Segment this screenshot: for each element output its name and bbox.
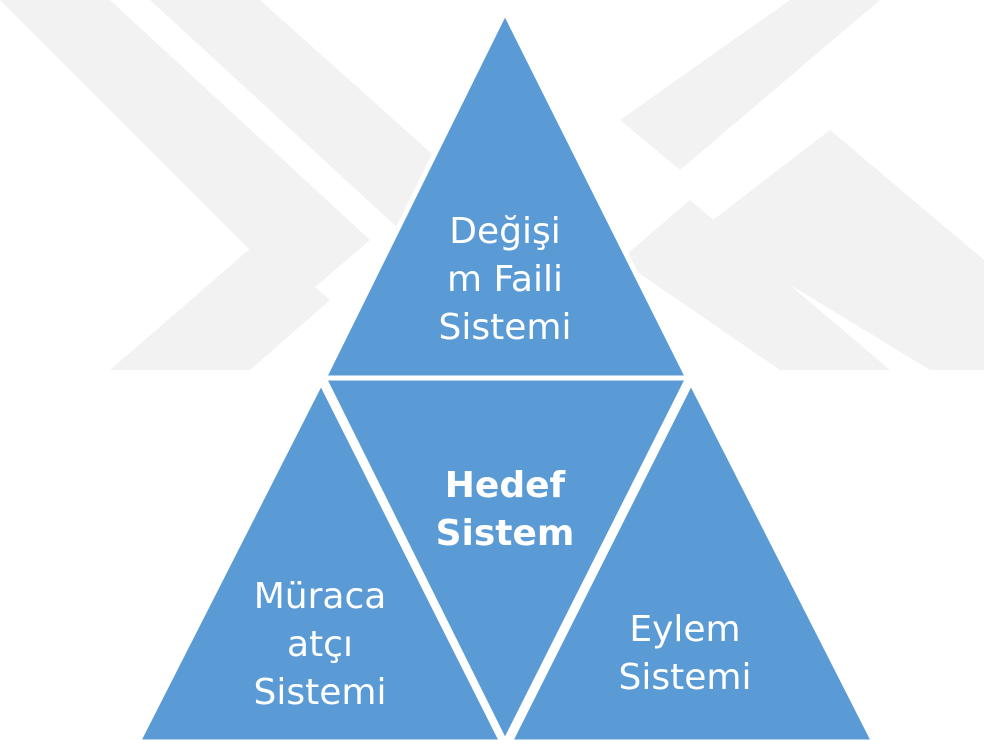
triangle-right: [505, 376, 879, 745]
node-label-top: Değişi m Faili Sistemi: [415, 208, 595, 352]
node-center-line-1: Hedef: [444, 465, 566, 506]
node-label-center: Hedef Sistem: [415, 462, 595, 558]
triangle-left: [133, 376, 507, 745]
node-label-right: Eylem Sistemi: [595, 606, 775, 702]
node-center-line-2: Sistem: [435, 513, 575, 554]
triangle-center: [319, 375, 693, 748]
node-right-line-2: Sistemi: [618, 657, 752, 698]
node-top-line-1: Değişi: [449, 211, 561, 252]
node-left-line-2: atçı: [287, 624, 353, 665]
node-label-left: Müraca atçı Sistemi: [230, 573, 410, 717]
node-top-line-2: m Faili: [447, 259, 563, 300]
yok-logo-watermark: [0, 0, 984, 370]
node-top-line-3: Sistemi: [438, 307, 572, 348]
node-left-line-1: Müraca: [253, 576, 387, 617]
node-right-line-1: Eylem: [629, 609, 741, 650]
node-left-line-3: Sistemi: [253, 672, 387, 713]
